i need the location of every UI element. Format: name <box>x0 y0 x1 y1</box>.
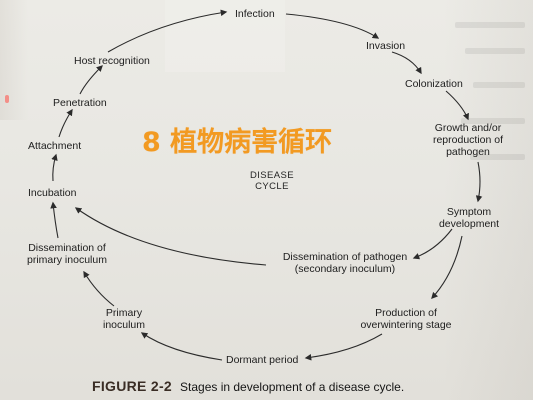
arrow-symptom-to-secondary <box>412 228 453 260</box>
label-growth: Growth and/or reproduction of pathogen <box>419 122 517 158</box>
arrow-incubation-to-attachment <box>51 153 58 182</box>
figure-caption-text: Stages in development of a disease cycle… <box>180 380 405 394</box>
bleed-line-5 <box>470 154 525 160</box>
red-margin-mark <box>5 95 9 103</box>
arrow-host-to-infection <box>107 9 228 53</box>
arrow-dissemination-to-incubation <box>50 201 59 239</box>
arrow-growth-to-symptom <box>475 161 483 203</box>
label-growth-line-1: Growth and/or <box>434 122 502 134</box>
label-symptom: Symptom development <box>434 206 504 230</box>
label-dissemination: Dissemination of primary inoculum <box>18 242 116 266</box>
figure-caption: FIGURE 2-2 Stages in development of a dis… <box>92 378 492 396</box>
label-penetration: Penetration <box>53 97 107 109</box>
right-page-bleed <box>443 0 533 400</box>
label-dormant: Dormant period <box>226 354 299 366</box>
bleed-line-2 <box>465 48 525 54</box>
center-label-line-1: DISEASE <box>250 170 294 181</box>
center-label-line-2: CYCLE <box>255 181 289 192</box>
arrow-colonization-to-growth <box>445 90 469 121</box>
arrow-infection-to-invasion <box>285 13 380 39</box>
bleed-line-4 <box>461 118 525 124</box>
label-growth-line-2: reproduction of <box>432 134 504 146</box>
arrow-penetration-to-host <box>79 65 103 95</box>
label-infection: Infection <box>235 8 275 20</box>
arrow-attachment-to-penetration <box>58 108 73 138</box>
chinese-title-overlay: 8 植物病害循环 <box>142 127 333 158</box>
label-primary: Primary inoculum <box>90 307 158 331</box>
label-dissemination-line-1: Dissemination of <box>28 242 106 254</box>
figure-number: FIGURE 2-2 <box>92 378 173 394</box>
label-overwintering-line-2: overwintering stage <box>360 319 452 331</box>
arrow-secondary-to-incubation <box>74 207 267 266</box>
arrow-symptom-to-overwintering <box>431 235 463 299</box>
label-colonization: Colonization <box>405 78 463 90</box>
disease-cycle-center-label: DISEASE CYCLE <box>242 170 302 192</box>
label-symptom-line-1: Symptom <box>446 206 492 218</box>
label-attachment: Attachment <box>28 140 82 152</box>
label-host: Host recognition <box>74 55 150 67</box>
arrow-primary-to-dissemination <box>83 270 115 307</box>
label-invasion: Invasion <box>366 40 406 52</box>
label-incubation: Incubation <box>28 187 77 199</box>
label-growth-line-3: pathogen <box>446 146 490 158</box>
bleed-line-3 <box>473 82 525 88</box>
left-ghost-shade <box>0 0 28 120</box>
label-secondary: Dissemination of pathogen (secondary ino… <box>270 251 420 275</box>
label-dissemination-line-2: primary inoculum <box>27 254 107 266</box>
label-secondary-line-2: (secondary inoculum) <box>294 263 396 275</box>
label-symptom-line-2: development <box>438 218 500 230</box>
bleed-line-1 <box>455 22 525 28</box>
arrow-dormant-to-primary <box>140 332 223 361</box>
label-secondary-line-1: Dissemination of pathogen <box>282 251 408 263</box>
label-overwintering-line-1: Production of <box>375 307 437 319</box>
arrow-invasion-to-colonization <box>391 51 422 75</box>
arrow-overwintering-to-dormant <box>304 333 383 361</box>
label-overwintering: Production of overwintering stage <box>350 307 462 331</box>
label-primary-line-1: Primary <box>105 307 143 319</box>
label-primary-line-2: inoculum <box>102 319 146 331</box>
